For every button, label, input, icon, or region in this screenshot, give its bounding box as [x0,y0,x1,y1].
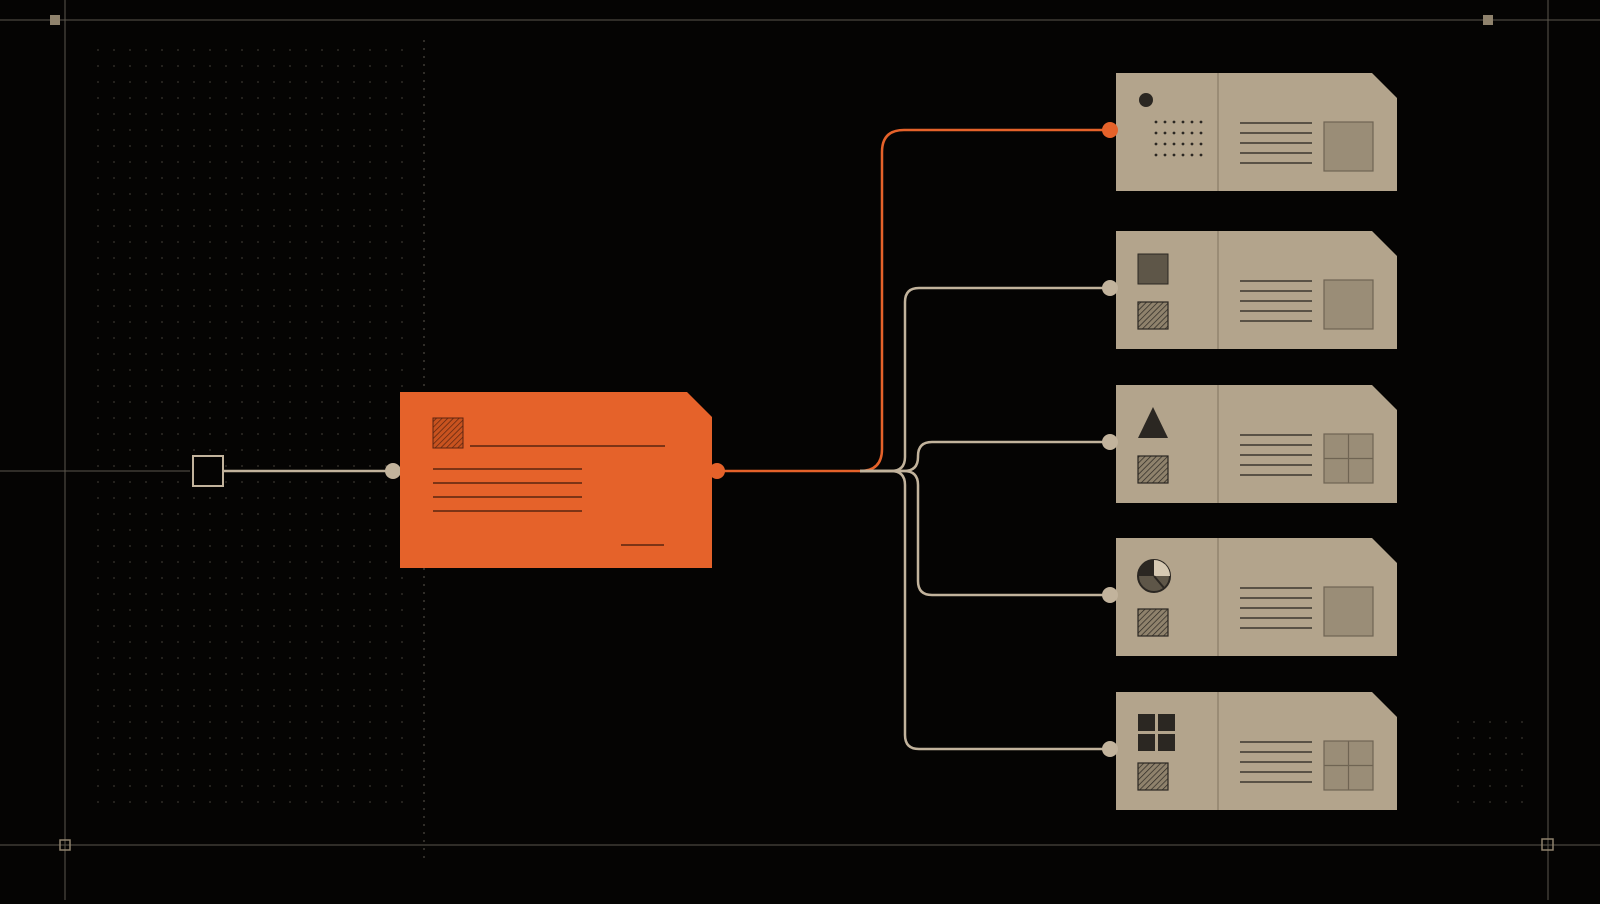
hatched-swatch [1137,301,1169,330]
dot-grid-corner [1450,708,1530,808]
target-card-thumbnail [1323,279,1374,330]
target-card-thumbnail [1323,586,1374,637]
grid-cell [1158,734,1175,751]
matrix-dot [1199,142,1203,146]
matrix-dot [1190,142,1194,146]
matrix-dot [1163,142,1167,146]
source-card[interactable] [400,392,712,568]
pie-slice [1154,560,1170,576]
dot-icon [1139,93,1153,107]
matrix-dot [1154,153,1158,157]
target-input-port[interactable] [1102,434,1118,450]
connectors [717,128,1110,751]
target-card-2[interactable] [1102,231,1397,349]
corner-marker-top-right [1483,15,1493,25]
dot-matrix-icon [1139,93,1203,157]
source-output-port[interactable] [709,463,725,479]
square-shape [1137,253,1169,285]
matrix-dot [1181,142,1185,146]
source-input-port[interactable] [385,463,401,479]
matrix-dot [1172,142,1176,146]
grid-icon [1137,714,1175,791]
source-card-body [400,392,712,568]
source-card-image-placeholder [432,417,464,449]
matrix-dot [1190,153,1194,157]
matrix-dot [1163,153,1167,157]
matrix-dot [1154,120,1158,124]
matrix-dot [1190,131,1194,135]
triangle-shape [1138,407,1168,438]
target-card-thumbnail [1323,121,1374,172]
matrix-dot [1181,120,1185,124]
corner-marker-bottom-right [1541,838,1554,851]
target-card-1[interactable] [1102,73,1397,191]
target-input-port[interactable] [1102,741,1118,757]
pie-slice [1138,560,1154,576]
matrix-dot [1172,131,1176,135]
matrix-dot [1199,131,1203,135]
target-card-3[interactable] [1102,385,1397,503]
corner-marker-bottom-left [59,839,71,851]
hatched-swatch [1137,762,1169,791]
hatched-swatch [1137,608,1169,637]
pie-divider [1153,575,1165,589]
matrix-dot [1172,153,1176,157]
grid-cell [1158,714,1175,731]
triangle-icon [1137,407,1169,484]
matrix-dot [1190,120,1194,124]
matrix-dot [1199,120,1203,124]
target-card-4[interactable] [1102,538,1397,656]
matrix-dot [1154,142,1158,146]
matrix-dot [1163,131,1167,135]
grid-cell [1138,734,1155,751]
connector-to-card-5 [860,469,1110,751]
target-card-5[interactable] [1102,692,1397,810]
frame-corner-markers [50,15,1554,851]
target-cards [1102,73,1397,810]
target-input-port[interactable] [1102,587,1118,603]
dot-grid-field [84,44,416,816]
hatched-swatch [1137,455,1169,484]
source-card-text-lines [433,468,582,512]
square-icon [1137,253,1169,330]
target-input-port[interactable] [1102,280,1118,296]
target-input-port[interactable] [1102,122,1118,138]
matrix-dot [1199,153,1203,157]
matrix-dot [1163,120,1167,124]
connector-to-card-1 [717,128,1110,473]
connector-to-card-3 [860,440,1110,473]
matrix-dot [1181,153,1185,157]
matrix-dot [1154,131,1158,135]
matrix-dot [1172,120,1176,124]
connector-to-card-4 [860,469,1110,597]
connector-to-card-2 [860,286,1110,473]
corner-marker-top-left [50,15,60,25]
pie-chart-icon [1137,559,1171,637]
input-port-node[interactable] [192,455,224,487]
grid-cell [1138,714,1155,731]
matrix-dot [1181,131,1185,135]
